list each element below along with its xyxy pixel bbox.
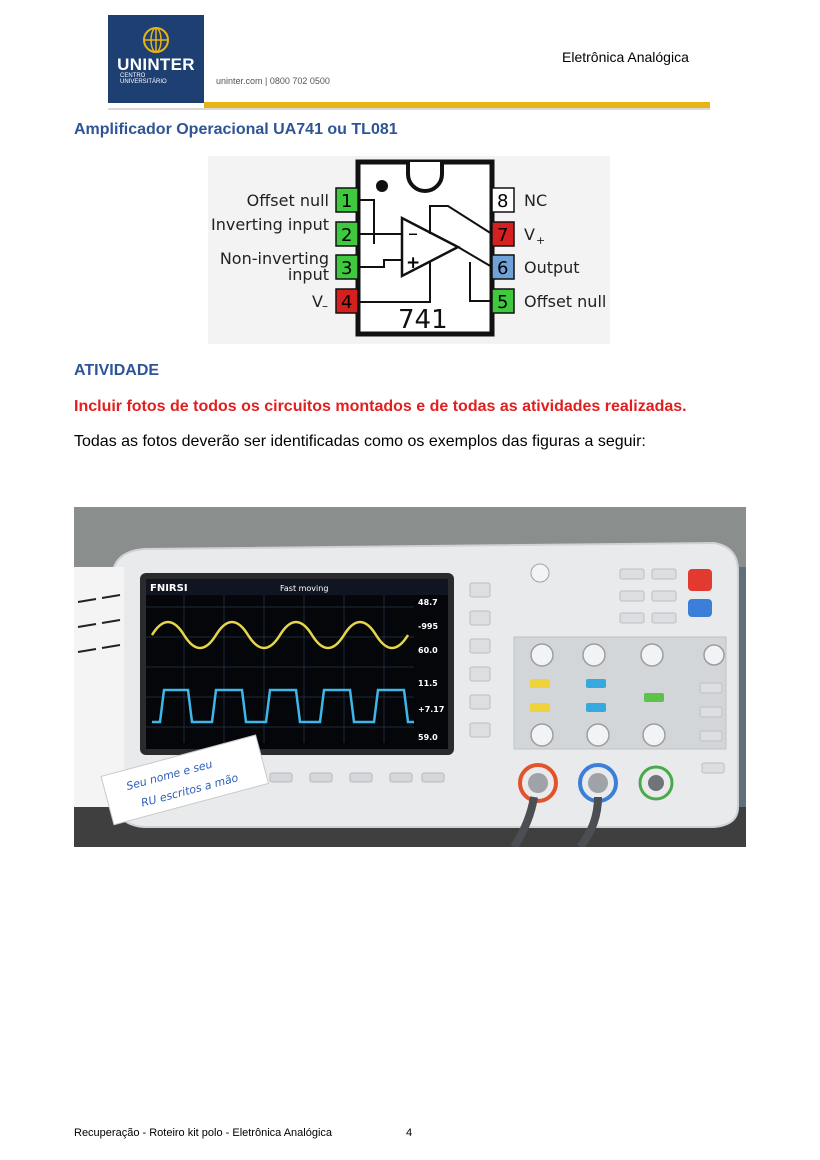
- pin-2-num: 2: [341, 225, 352, 246]
- pin-6-num: 6: [497, 258, 508, 279]
- pin-4-sub: –: [322, 299, 328, 313]
- pin-1-box: [335, 187, 359, 213]
- pinout-svg: – + 741 1 2 3 4 Offset null Inverting in…: [211, 159, 606, 337]
- pin-8-box: [491, 187, 515, 213]
- page-number: 4: [406, 1127, 413, 1139]
- pin-1-num: 1: [341, 191, 352, 212]
- footer-text: Recuperação - Roteiro kit polo - Eletrôn…: [74, 1127, 333, 1139]
- readout-3: 60.0: [418, 646, 438, 655]
- readout-2: -995: [418, 622, 438, 631]
- wire-pin4: [358, 262, 431, 303]
- wire-pin3: [358, 259, 402, 268]
- opamp-pinout-diagram: – + 741 1 2 3 4 Offset null Inverting in…: [208, 156, 610, 344]
- pin-4-label: V: [312, 292, 323, 311]
- pin-7-sub: +: [536, 234, 545, 247]
- instruction-text: Incluir fotos de todos os circuitos mont…: [74, 398, 687, 415]
- photo-svg: FNIRSI Fast moving 48.7 -995 60.0 11.5 +…: [74, 507, 746, 847]
- plus-sign: +: [406, 253, 420, 273]
- pin-5-box: [491, 288, 515, 314]
- logo-sub1: CENTRO: [120, 73, 146, 79]
- pin-6-box: [491, 254, 515, 280]
- section-title-atividade: ATIVIDADE: [74, 362, 160, 379]
- pin-6-label: Output: [524, 258, 580, 277]
- wire-pin7: [429, 205, 493, 235]
- scope-mode: Fast moving: [280, 584, 328, 593]
- readout-6: 59.0: [418, 733, 438, 742]
- pin-3-label-1: Non-inverting: [220, 249, 329, 268]
- pin-4-num: 4: [341, 292, 352, 313]
- scope-screen: [146, 579, 448, 749]
- pin-3-box: [335, 254, 359, 280]
- sine-waveform: [150, 620, 410, 650]
- section-title-opamp: Amplificador Operacional UA741 ou TL081: [74, 121, 398, 138]
- pin-5-label: Offset null: [524, 292, 606, 311]
- chip-notch: [406, 162, 444, 193]
- contact-info: uninter.com | 0800 702 0500: [216, 76, 330, 86]
- run-stop-button: [688, 569, 712, 591]
- uninter-logo: UNINTER CENTRO UNIVERSITÁRIO: [108, 15, 204, 103]
- pin-5-num: 5: [497, 292, 508, 313]
- ext-input: [638, 765, 674, 801]
- pin-8-label: NC: [524, 191, 547, 210]
- square-waveform: [152, 688, 414, 724]
- readout-4: 11.5: [418, 679, 438, 688]
- logo-name: UNINTER: [117, 55, 195, 74]
- header-divider: [108, 108, 710, 110]
- oscilloscope-photo: FNIRSI Fast moving 48.7 -995 60.0 11.5 +…: [74, 507, 746, 847]
- wire-pin5: [469, 262, 492, 302]
- left-stand: [74, 567, 124, 807]
- logo-sub2: UNIVERSITÁRIO: [120, 79, 167, 85]
- pin-8-num: 8: [497, 191, 508, 212]
- pin-4-box: [335, 288, 359, 314]
- pin-2-label: Inverting input: [211, 215, 329, 234]
- pin-7-box: [491, 221, 515, 247]
- wire-pin1: [358, 199, 375, 244]
- wire-pin6: [457, 246, 493, 268]
- scope-brand: FNIRSI: [150, 583, 188, 594]
- pin-3-label-2: input: [288, 265, 329, 284]
- pin1-dot: [376, 180, 388, 192]
- body-text: Todas as fotos deverão ser identificadas…: [74, 433, 646, 450]
- readout-1: 48.7: [418, 598, 438, 607]
- minus-sign: –: [408, 221, 418, 245]
- header-doc-title: Eletrônica Analógica: [562, 49, 689, 65]
- ch1-input: [518, 763, 558, 803]
- pin-3-num: 3: [341, 258, 352, 279]
- pin-1-label: Offset null: [247, 191, 329, 210]
- header-gold-bar: [204, 102, 710, 108]
- pin-7-label: V: [524, 225, 535, 244]
- chip-label: 741: [398, 305, 448, 335]
- pin-7-num: 7: [497, 225, 508, 246]
- pin-2-box: [335, 221, 359, 247]
- readout-5: +7.17: [418, 705, 444, 714]
- handwritten-note: Seu nome e seu RU escritos a mão: [100, 734, 270, 826]
- globe-icon: [143, 27, 169, 53]
- auto-button: [688, 599, 712, 617]
